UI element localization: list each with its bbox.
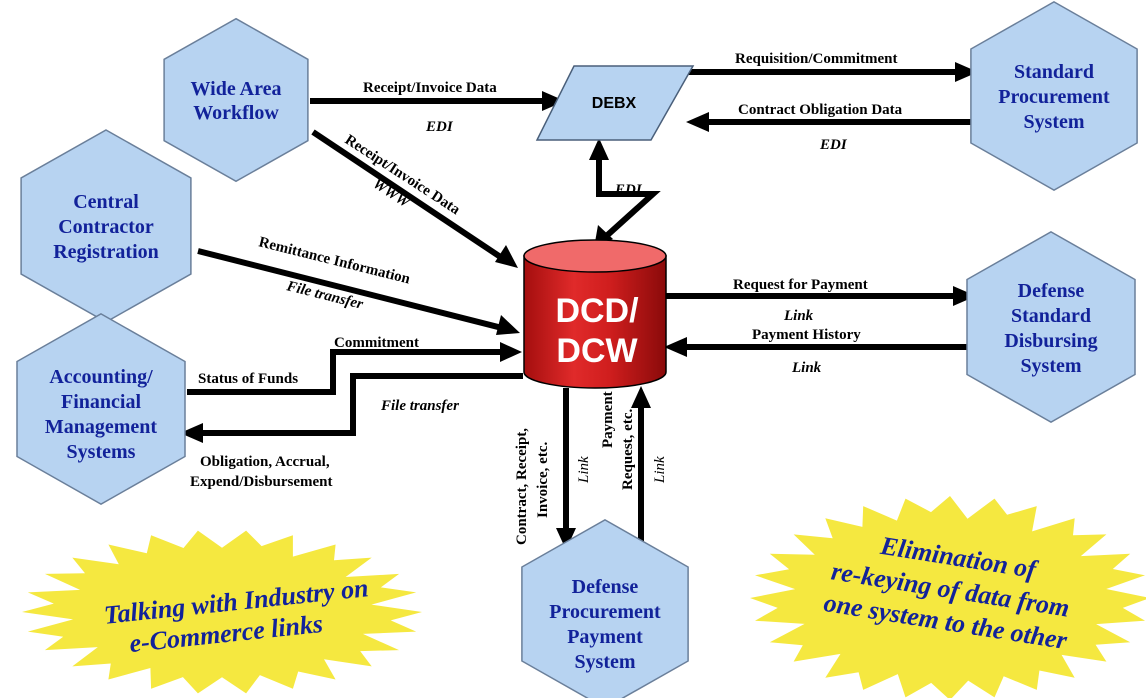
acct-to-dcd-line (187, 349, 512, 395)
arrowhead (180, 423, 203, 443)
node-label-line: DCW (556, 332, 638, 370)
flow-label: Payment (600, 391, 616, 448)
flow-label: Commitment (334, 335, 419, 351)
starburst-shape (750, 496, 1146, 698)
hexagon-shape (16, 313, 186, 505)
node-label-line: DEBX (592, 95, 637, 112)
arrowhead (955, 62, 978, 82)
arrowhead (500, 342, 522, 362)
flow-label: Request, etc. (620, 409, 636, 490)
node-label-line: Contractor (58, 216, 154, 238)
flow-label: Link (652, 456, 668, 484)
node-label-line: System (1023, 111, 1084, 133)
connectors (187, 69, 980, 548)
flow-label: Contract, Receipt, (514, 428, 530, 545)
arrowhead (542, 91, 565, 111)
flow-label: Link (576, 456, 592, 484)
debx-dcd-edi-line (596, 152, 661, 243)
node-label-line: Workflow (193, 102, 279, 124)
flow-label: Obligation, Accrual, (200, 454, 330, 470)
node-label-line: Defense (1018, 280, 1085, 302)
flow-label: EDI (425, 119, 454, 135)
flow-label: EDI (819, 137, 848, 153)
arrowhead (664, 337, 687, 357)
node-label-line: Procurement (549, 601, 661, 623)
arrowheads (180, 62, 978, 550)
node-wide-area-workflow: Wide Area Workflow (163, 17, 309, 183)
node-label-line: Wide Area (191, 78, 282, 100)
node-label-line: System (574, 651, 635, 673)
node-label-line: Standard (1014, 61, 1094, 83)
elimination-callout: Elimination of re-keying of data from on… (750, 496, 1146, 698)
talking-callout: Talking with Industry on e-Commerce link… (22, 530, 422, 694)
flow-label: Requisition/Commitment (735, 51, 898, 67)
node-debx: DEBX (535, 65, 695, 141)
flow-label: Request for Payment (733, 277, 868, 293)
hexagon-shape (163, 17, 309, 183)
arrowhead (686, 112, 709, 132)
hexagon-shape (970, 1, 1138, 191)
node-label-line: Procurement (998, 86, 1110, 108)
starburst-shape (22, 530, 422, 694)
node-label-line: Standard (1011, 305, 1091, 327)
hexagon-shape (966, 231, 1136, 423)
cylinder-top (523, 239, 667, 273)
dcd-to-acct-line (192, 373, 523, 436)
flow-label: Payment History (752, 327, 861, 343)
node-accounting-financial-management: Accounting/ Financial Management Systems (16, 313, 186, 505)
flow-label: Remittance Information (257, 234, 412, 287)
hexagon-shape (521, 519, 689, 698)
flow-label: Link (783, 308, 814, 324)
flow-label: Status of Funds (198, 371, 298, 387)
flow-label: Expend/Disbursement (190, 474, 333, 490)
node-defense-standard-disbursing: Defense Standard Disbursing System (966, 231, 1136, 423)
arrowhead (631, 386, 651, 408)
node-label-line: System (1020, 355, 1081, 377)
node-label-line: Systems (67, 441, 136, 463)
node-dcd-dcw: DCD/ DCW (523, 239, 667, 389)
flow-label: Link (791, 360, 822, 376)
wawf-to-dcd-line (311, 129, 510, 265)
cylinder-body (523, 255, 667, 389)
ccr-to-dcd-line (197, 248, 511, 333)
node-label-line: Financial (61, 391, 141, 413)
node-label-line: Payment (567, 626, 643, 648)
node-label-line: Central (73, 191, 139, 213)
flow-label: EDI (614, 182, 643, 198)
arrowhead (495, 245, 518, 268)
node-label-line: Management (45, 416, 158, 438)
flow-label: File transfer (380, 398, 459, 414)
node-label-line: Defense (572, 576, 639, 598)
arrowhead (496, 315, 520, 335)
arrowhead (556, 528, 576, 550)
node-label-line: DCD/ (555, 292, 639, 330)
node-label-line: Accounting/ (49, 366, 153, 388)
node-defense-procurement-payment: Defense Procurement Payment System (521, 519, 689, 698)
flow-label: Receipt/Invoice Data (363, 80, 497, 96)
parallelogram-shape (535, 65, 695, 141)
node-label-line: Registration (53, 241, 159, 263)
node-standard-procurement-system: Standard Procurement System (970, 1, 1138, 191)
arrowhead (953, 286, 976, 306)
node-central-contractor-registration: Central Contractor Registration (20, 129, 192, 323)
node-label-line: Disbursing (1004, 330, 1097, 352)
flow-label: Invoice, etc. (535, 442, 551, 518)
arrowhead (589, 138, 609, 160)
flow-label: Contract Obligation Data (738, 102, 903, 118)
